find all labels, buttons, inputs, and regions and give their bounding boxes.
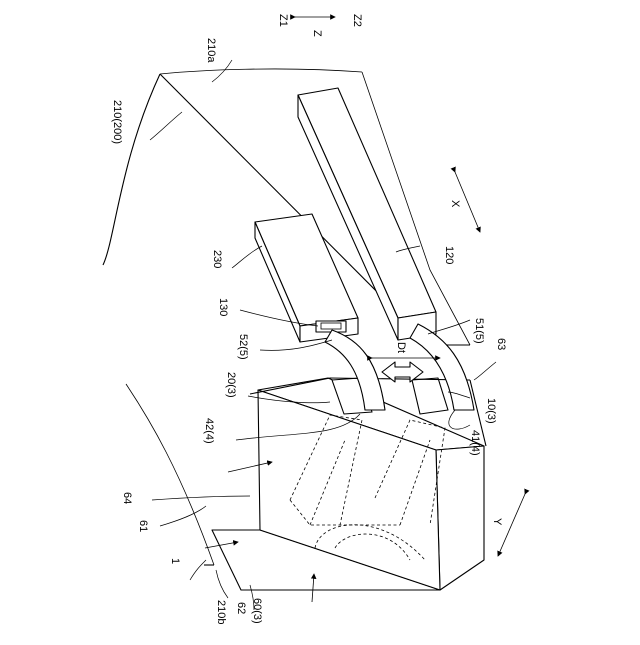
- label-x: X: [449, 200, 461, 208]
- board-edge-top: [160, 69, 362, 74]
- wall-10-top: [412, 378, 448, 414]
- board-lower-wavy-edge: [126, 384, 214, 565]
- label-230: 230: [211, 250, 223, 268]
- label-51-5: 51(5): [473, 318, 485, 344]
- label-210-200: 210(200): [111, 100, 123, 144]
- label-210b: 210b: [215, 600, 227, 624]
- label-z2: Z2: [351, 14, 363, 27]
- label-61: 61: [137, 520, 149, 532]
- label-z1: Z1: [277, 14, 289, 27]
- label-10-3: 10(3): [485, 398, 497, 424]
- label-64: 64: [121, 492, 133, 504]
- label-42-4: 42(4): [203, 418, 215, 444]
- label-120: 120: [443, 246, 455, 264]
- connector-130: [316, 321, 346, 332]
- label-y: Y: [491, 518, 503, 526]
- label-20-3: 20(3): [225, 372, 237, 398]
- label-dt: Dt: [395, 342, 407, 353]
- label-52-5: 52(5): [237, 334, 249, 360]
- label-210a: 210a: [205, 38, 217, 63]
- label-62: 62: [235, 602, 247, 614]
- label-60-3: 60(3): [251, 598, 263, 624]
- housing-right-face-63: [436, 446, 484, 590]
- label-63: 63: [495, 338, 507, 350]
- label-41-4: 41(4): [469, 430, 481, 456]
- label-1: 1: [169, 558, 181, 564]
- label-z: Z: [311, 30, 323, 37]
- label-130: 130: [217, 298, 229, 316]
